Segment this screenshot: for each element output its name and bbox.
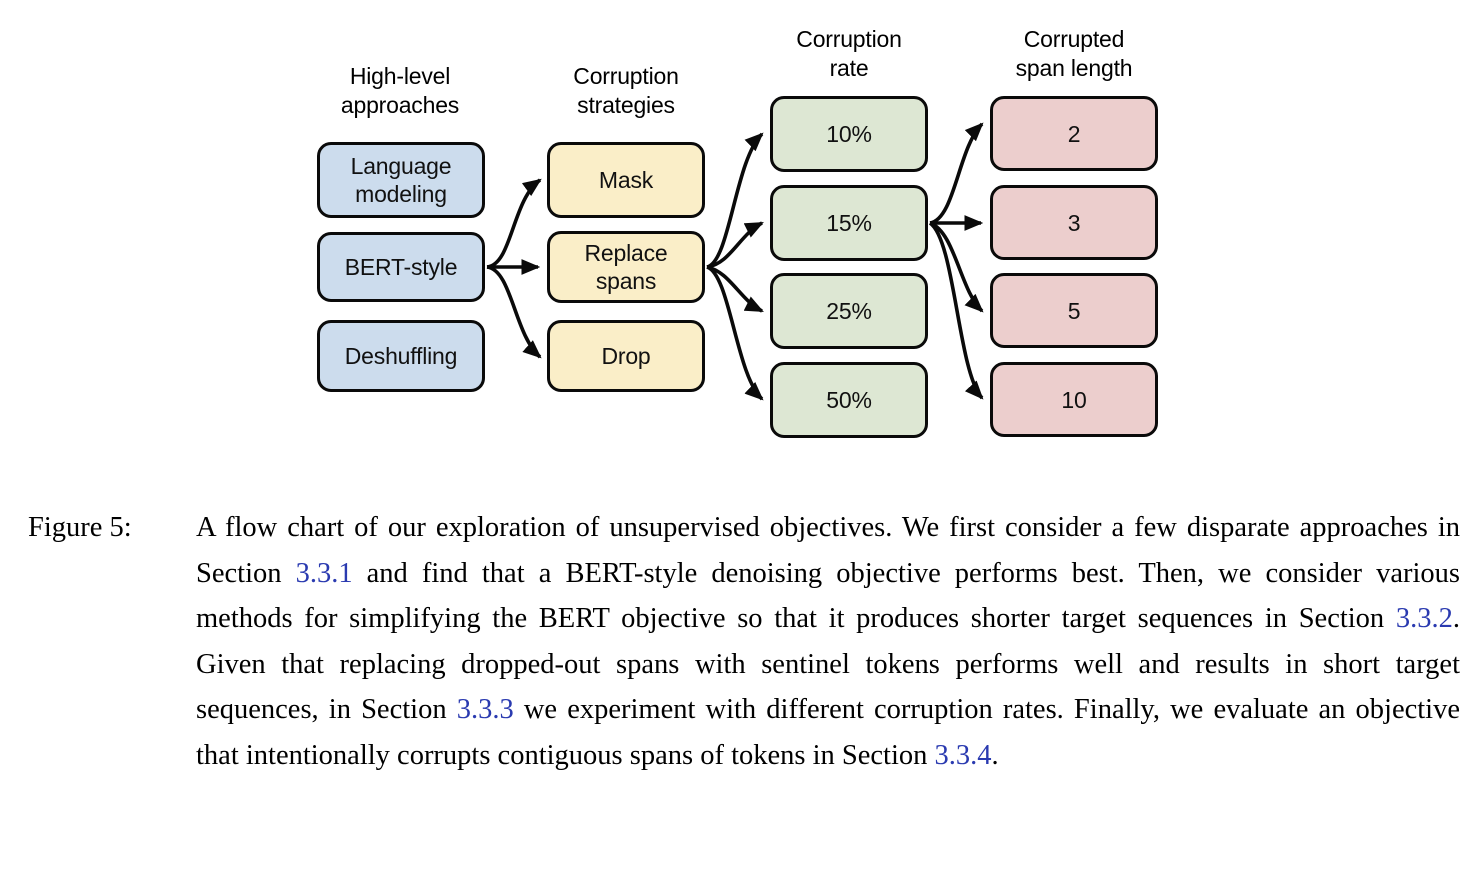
caption-text-run: . Given that replacing dropped-out spans… [196,603,1460,725]
caption-body: A flow chart of our exploration of unsup… [196,505,1460,778]
node-rate-25[interactable]: 25% [770,273,928,349]
node-drop[interactable]: Drop [547,320,705,392]
column-header-corrupted-span-length: Corrupted span length [1015,26,1133,81]
caption-text-run: . [991,739,999,771]
node-span-10[interactable]: 10 [990,362,1158,437]
section-reference-link[interactable]: 3.3.4 [934,739,992,771]
arrow-replace-to-rate-15 [706,221,764,269]
arrow-rate15-to-span-2 [929,122,984,225]
caption-text-run: and find that a BERT-style denoising obj… [196,557,1460,635]
caption-text-run: A flow chart of our exploration of unsup… [196,512,1460,589]
node-rate-10[interactable]: 10% [770,96,928,172]
figure-flowchart: High-level approaches Corruption strateg… [317,26,1158,438]
caption-text-run: we experiment with different corruption … [196,694,1460,771]
section-reference-link[interactable]: 3.3.3 [456,694,514,725]
arrow-replace-to-rate-50 [706,265,764,401]
node-rate-50[interactable]: 50% [770,362,928,438]
node-rate-15[interactable]: 15% [770,185,928,261]
section-reference-link[interactable]: 3.3.1 [295,557,353,589]
node-span-5[interactable]: 5 [990,273,1158,348]
caption-label: Figure 5: [28,512,132,543]
flowchart-arrows [486,122,984,401]
node-span-3[interactable]: 3 [990,185,1158,260]
node-language-modeling[interactable]: Language modeling [317,142,485,218]
arrow-bert-to-mask [486,178,542,269]
arrow-replace-to-rate-10 [706,132,764,269]
node-replace-spans[interactable]: Replace spans [547,231,705,303]
section-reference-link[interactable]: 3.3.2 [1395,603,1453,634]
node-span-2[interactable]: 2 [990,96,1158,171]
column-header-corruption-rate: Corruption rate [796,26,902,81]
arrow-rate15-to-span-10 [928,221,984,400]
node-bert-style[interactable]: BERT-style [317,232,485,302]
node-deshuffling[interactable]: Deshuffling [317,320,485,392]
figure-caption: Figure 5: A flow chart of our exploratio… [28,505,1460,778]
column-header-high-level-approaches: High-level approaches [340,63,460,118]
column-header-corruption-strategies: Corruption strategies [573,63,679,118]
arrow-bert-to-drop [486,265,542,359]
arrow-rate15-to-span-5 [929,221,984,313]
node-mask[interactable]: Mask [547,142,705,218]
